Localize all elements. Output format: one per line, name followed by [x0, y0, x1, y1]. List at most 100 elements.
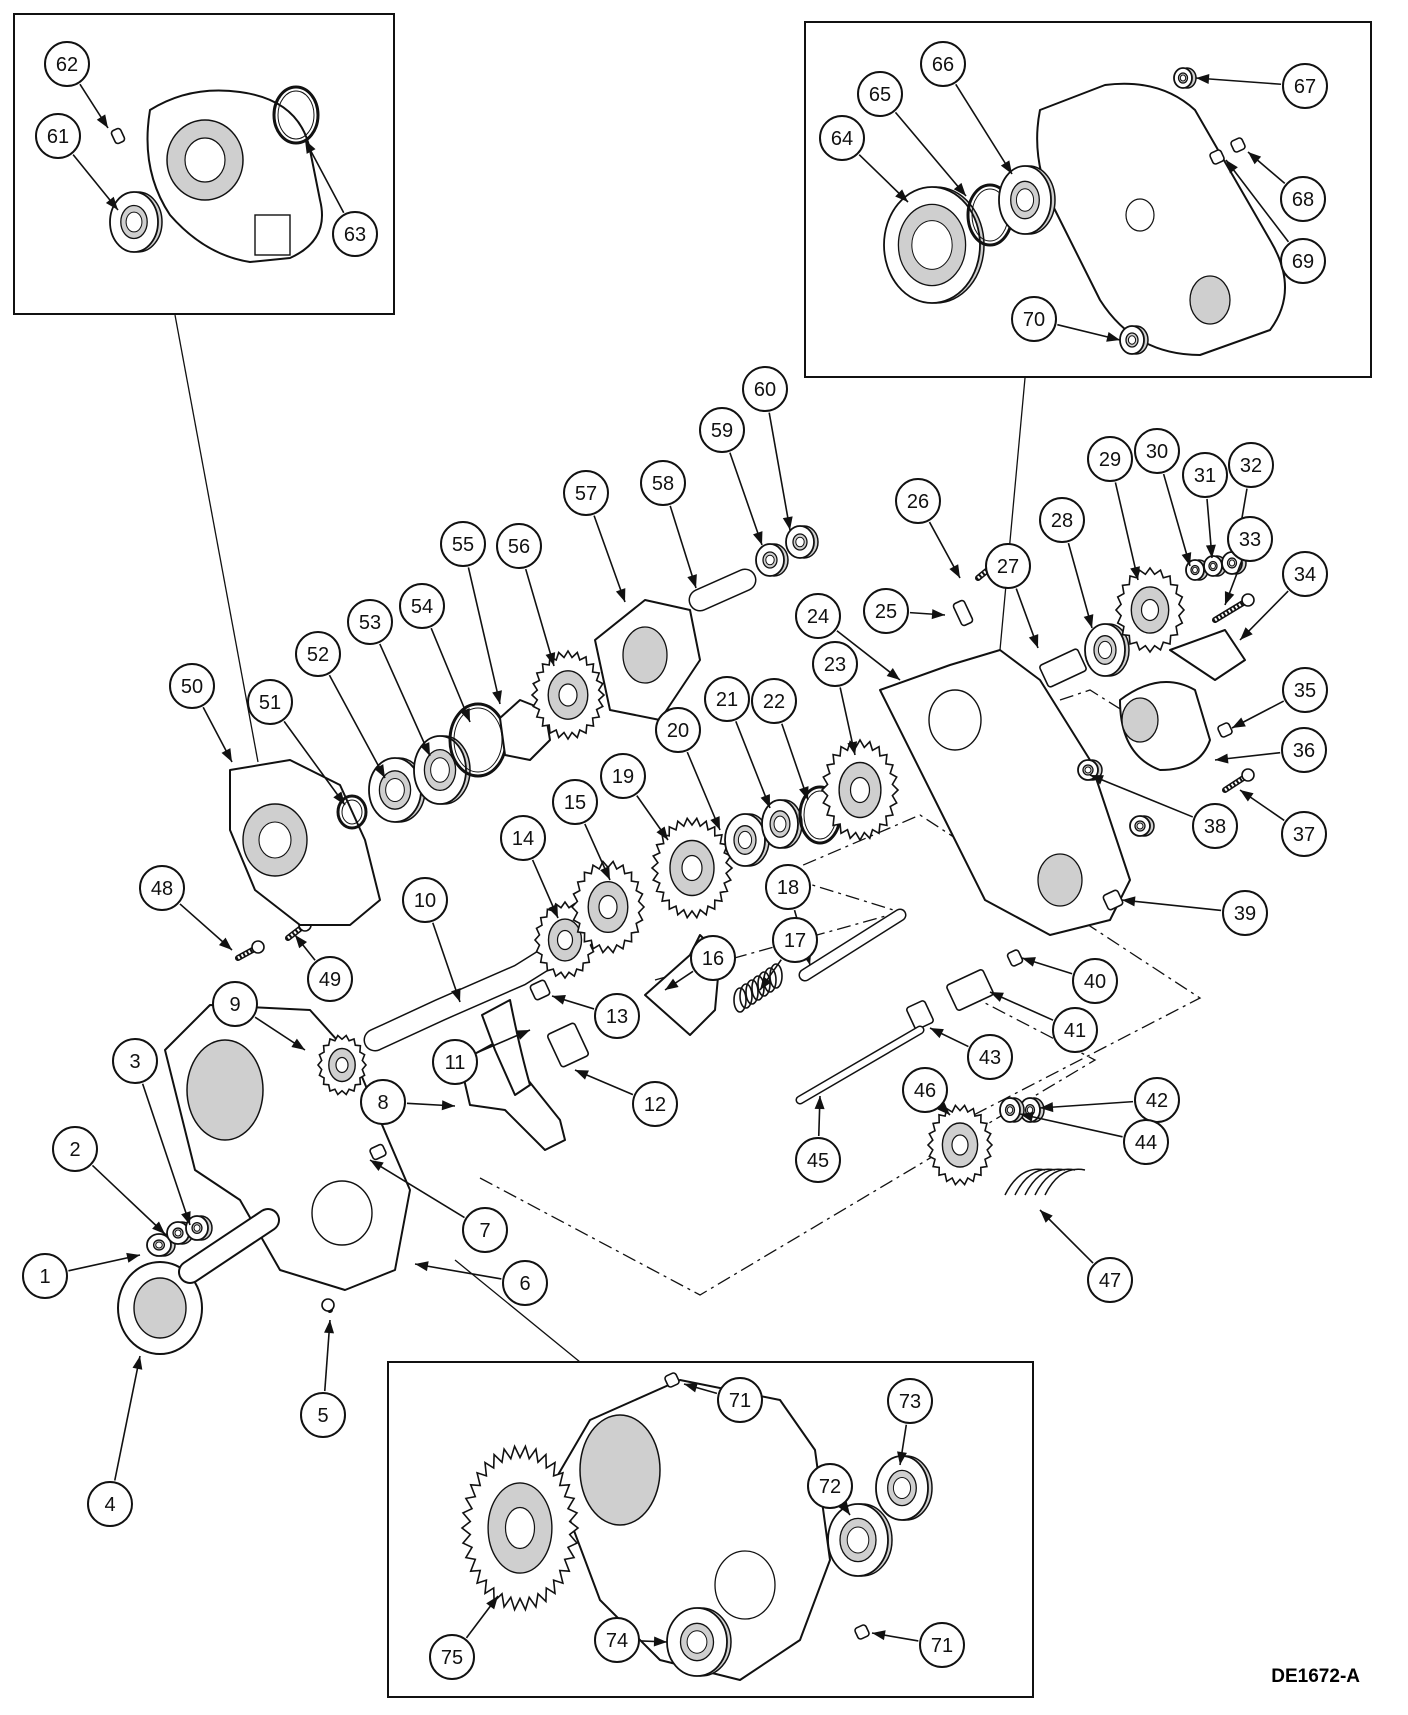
svg-text:41: 41: [1064, 1020, 1086, 1042]
callout-9: 9: [212, 981, 258, 1027]
part-47-chain: [1004, 1168, 1086, 1196]
leader-callout-27: [1015, 588, 1039, 649]
callout-7: 7: [462, 1207, 508, 1253]
leader-callout-74: [640, 1636, 668, 1647]
callout-13: 13: [594, 993, 640, 1039]
leader-callout-70: [1057, 323, 1121, 342]
callout-33: 33: [1227, 516, 1273, 562]
callout-68: 68: [1280, 176, 1326, 222]
leader-callout-51: [283, 720, 346, 806]
svg-text:16: 16: [702, 948, 724, 970]
callout-69: 69: [1280, 238, 1326, 284]
part-60-seal: [785, 525, 819, 559]
svg-text:68: 68: [1292, 189, 1314, 211]
leader-callout-11: [476, 1029, 531, 1054]
leader-callout-48: [179, 903, 233, 951]
part-36-motor: [1119, 681, 1211, 771]
callout-75: 75: [429, 1634, 475, 1680]
svg-text:19: 19: [612, 766, 634, 788]
part-35-clip: [1217, 722, 1233, 738]
leader-callout-52: [328, 674, 386, 779]
svg-text:55: 55: [452, 534, 474, 556]
svg-text:6: 6: [519, 1273, 530, 1295]
part-45-shift-shaft: [795, 1025, 925, 1105]
callout-62: 62: [44, 41, 90, 87]
leader-callout-15: [584, 823, 611, 881]
part-13-spring: [529, 979, 551, 1001]
part-71-dowel-a: [664, 1372, 680, 1388]
leader-callout-63: [304, 139, 345, 214]
leader-callout-26: [928, 521, 961, 579]
part-11-fork-rod: [481, 999, 531, 1096]
leader-callout-12: [574, 1069, 634, 1096]
leader-callout-31: [1205, 498, 1216, 559]
svg-text:61: 61: [47, 126, 69, 148]
part-63-ring: [272, 85, 320, 145]
leader-callout-47: [1039, 1209, 1094, 1264]
leader-callout-24: [836, 630, 901, 681]
part-64-bearing: [883, 186, 985, 304]
svg-text:24: 24: [807, 606, 829, 628]
callout-17: 17: [772, 917, 818, 963]
callout-22: 22: [751, 678, 797, 724]
svg-text:17: 17: [784, 930, 806, 952]
svg-text:52: 52: [307, 644, 329, 666]
leader-callout-59: [729, 452, 763, 546]
svg-text:28: 28: [1051, 510, 1073, 532]
leader-callout-40: [1021, 957, 1073, 975]
callout-36: 36: [1281, 727, 1327, 773]
callout-27: 27: [985, 543, 1031, 589]
callout-53: 53: [347, 599, 393, 645]
part-18-rail: [798, 908, 907, 982]
part-51-snap-ring: [336, 794, 368, 830]
leader-callout-55: [467, 567, 502, 705]
leader-callout-41: [989, 991, 1054, 1021]
svg-text:53: 53: [359, 612, 381, 634]
leader-callout-29: [1114, 482, 1140, 581]
svg-text:74: 74: [606, 1630, 628, 1652]
leader-callout-45: [814, 1095, 825, 1137]
leader-callout-10: [432, 922, 461, 1003]
svg-text:73: 73: [899, 1391, 921, 1413]
part-21-bearing: [761, 799, 803, 849]
callout-49: 49: [307, 956, 353, 1002]
leader-callout-2: [91, 1164, 166, 1235]
svg-text:2: 2: [69, 1139, 80, 1161]
part-37-bolt: [1222, 768, 1255, 793]
drawing-code: DE1672-A: [1271, 1666, 1360, 1687]
leader-callout-30: [1162, 473, 1192, 567]
part-74-seal: [666, 1607, 732, 1677]
alignment-line-lower: [479, 989, 1097, 1296]
callout-71-b: 71: [919, 1622, 965, 1668]
leader-callout-58: [669, 505, 697, 589]
svg-text:50: 50: [181, 676, 203, 698]
svg-text:13: 13: [606, 1006, 628, 1028]
leader-callout-13: [551, 995, 595, 1010]
part-58-input-shaft: [688, 568, 757, 612]
callout-12: 12: [632, 1081, 678, 1127]
callout-52: 52: [295, 631, 341, 677]
part-44-washer: [999, 1097, 1025, 1123]
svg-text:14: 14: [512, 828, 534, 850]
leader-callout-36: [1214, 751, 1281, 764]
callout-14: 14: [500, 815, 546, 861]
callout-34: 34: [1282, 551, 1328, 597]
callout-39: 39: [1222, 890, 1268, 936]
svg-text:51: 51: [259, 692, 281, 714]
svg-text:18: 18: [777, 877, 799, 899]
svg-text:43: 43: [979, 1047, 1001, 1069]
part-34-bracket: [1169, 629, 1246, 681]
callout-41: 41: [1052, 1007, 1098, 1053]
leader-callout-3: [141, 1083, 191, 1226]
svg-text:11: 11: [445, 1052, 466, 1074]
leader-callout-64: [858, 154, 909, 203]
svg-text:27: 27: [997, 556, 1019, 578]
callout-3: 3: [112, 1038, 158, 1084]
callout-37: 37: [1281, 811, 1327, 857]
part-17-spring: [733, 963, 783, 1013]
leader-callout-17: [759, 959, 782, 991]
svg-text:31: 31: [1194, 465, 1216, 487]
svg-text:5: 5: [317, 1405, 328, 1427]
part-19-gear: [650, 816, 734, 920]
